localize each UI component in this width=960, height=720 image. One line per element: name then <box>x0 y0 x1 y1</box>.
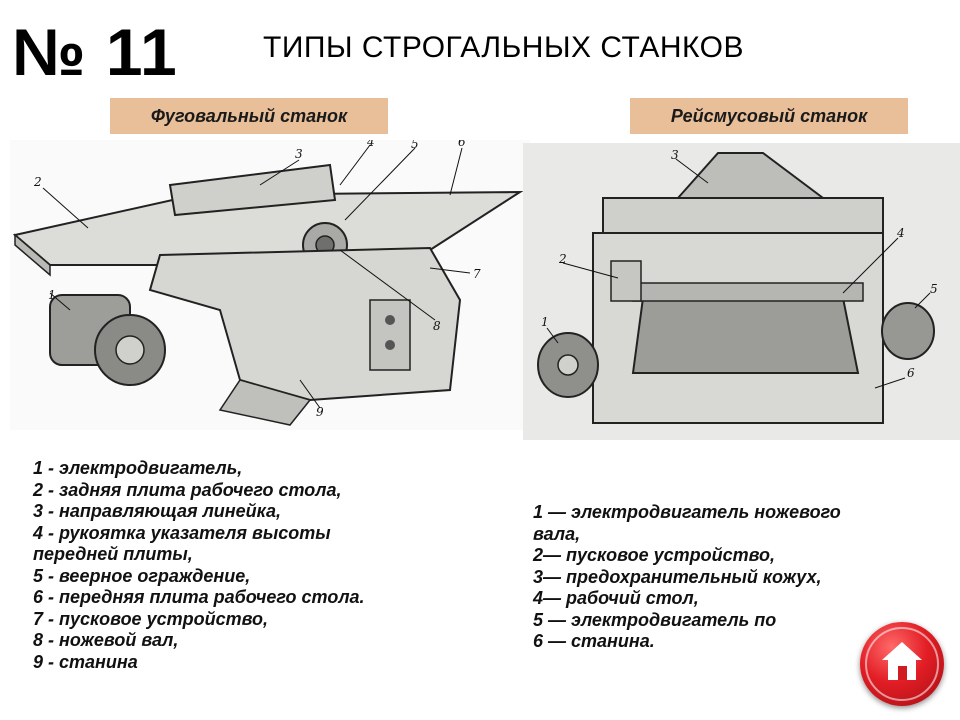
home-icon <box>882 642 922 680</box>
thicknesser-machine-svg: 1 2 3 4 5 6 <box>537 148 938 424</box>
jointer-callout-1: 1 <box>48 288 56 302</box>
jointer-callout-2: 2 <box>33 175 42 189</box>
jointer-legend-item: 8 - ножевой вал, <box>33 630 179 650</box>
jointer-legend-item: 5 - веерное ограждение, <box>33 565 251 586</box>
thicknesser-machine-drawing: 1 2 3 4 5 6 <box>523 143 960 440</box>
jointer-legend-item: 2 - задняя плита рабочего стола, <box>33 479 342 500</box>
jointer-machine-svg: 1 2 3 4 5 6 7 8 9 <box>12 140 524 426</box>
home-button-ring <box>865 627 939 701</box>
thicknesser-legend-item: 1 — электродвигатель ножевого <box>533 502 841 522</box>
jointer-callout-9: 9 <box>316 405 324 419</box>
thicknesser-callout-4: 4 <box>896 226 905 240</box>
thicknesser-legend: 1 — электродвигатель ножевого вала, 2— п… <box>533 502 953 653</box>
jointer-callout-6: 6 <box>458 140 466 149</box>
jointer-legend-item: 3 - направляющая линейка, <box>33 501 281 521</box>
jointer-callout-3: 3 <box>295 147 303 161</box>
jointer-legend-item: 9 - станина <box>33 651 138 672</box>
jointer-callout-8: 8 <box>433 319 441 333</box>
jointer-legend-item: 7 - пусковое устройство, <box>33 608 269 629</box>
thicknesser-legend-item: вала, <box>533 523 581 544</box>
jointer-legend-item: 1 - электродвигатель, <box>33 458 243 478</box>
thicknesser-callout-1: 1 <box>541 315 549 329</box>
thicknesser-callout-3: 3 <box>671 148 679 162</box>
jointer-callout-4: 4 <box>366 140 375 149</box>
slide-title: ТИПЫ СТРОГАЛЬНЫХ СТАНКОВ <box>263 31 745 64</box>
thicknesser-legend-item: 2— пусковое устройство, <box>533 545 776 565</box>
thicknesser-legend-item: 4— рабочий стол, <box>533 588 699 608</box>
home-button[interactable] <box>860 622 944 706</box>
jointer-machine-drawing: 1 2 3 4 5 6 7 8 9 <box>10 140 530 430</box>
jointer-callout-5: 5 <box>411 140 419 151</box>
jointer-legend-item: 6 - передняя плита рабочего стола. <box>33 587 365 607</box>
thicknesser-callout-6: 6 <box>907 366 915 380</box>
jointer-label: Фуговальный станок <box>110 98 388 134</box>
thicknesser-legend-item: 3— предохранительный кожух, <box>533 566 822 587</box>
thicknesser-callout-2: 2 <box>558 252 567 266</box>
thicknesser-legend-item: 5 — электродвигатель по <box>533 609 777 630</box>
jointer-legend: 1 - электродвигатель, 2 - задняя плита р… <box>33 458 503 673</box>
jointer-legend-item: 4 - рукоятка указателя высоты <box>33 522 331 543</box>
thicknesser-label: Рейсмусовый станок <box>630 98 908 134</box>
thicknesser-callout-5: 5 <box>930 282 938 296</box>
jointer-legend-item: передней плиты, <box>33 544 193 564</box>
jointer-callout-7: 7 <box>473 267 481 281</box>
thicknesser-legend-item: 6 — станина. <box>533 631 655 651</box>
slide-number: № 11 <box>12 15 178 89</box>
